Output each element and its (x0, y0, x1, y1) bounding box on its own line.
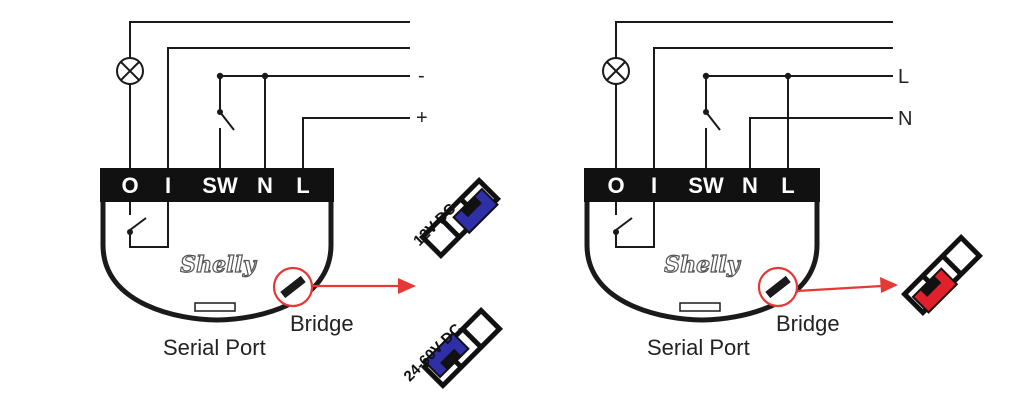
lamp-icon (602, 57, 630, 85)
serial-port-icon (679, 302, 721, 312)
right-terminal-bar (584, 168, 820, 202)
left-diagram (100, 21, 416, 323)
plus-wire (302, 117, 410, 170)
wire-label-n: N (898, 108, 912, 130)
terminal-label: N (257, 173, 273, 198)
device-body (100, 197, 334, 323)
jumper-cap-blue (452, 187, 499, 235)
arrow-head (880, 277, 898, 293)
terminal-label: L (781, 173, 794, 198)
left-terminal-bar (100, 168, 334, 202)
terminal-label: SW (202, 173, 238, 198)
shelly-logo: Shelly (180, 252, 258, 278)
terminal-label: I (651, 173, 657, 198)
terminal-label: L (296, 173, 309, 198)
terminal-label: SW (688, 173, 724, 198)
terminal-label: O (607, 173, 624, 198)
n-wire (749, 117, 893, 170)
junction-dot (216, 72, 224, 80)
lamp-top-wire (129, 21, 410, 58)
bridge-jumper-icon (280, 275, 306, 299)
terminal-label: O (121, 173, 138, 198)
relay-icon (615, 217, 633, 231)
bridge-label: Bridge (776, 311, 840, 336)
input-wire (653, 47, 893, 170)
arrow-icon (796, 284, 883, 293)
bridge-jumper-icon (765, 275, 791, 299)
switch-icon (705, 111, 721, 131)
relay-icon (129, 217, 147, 231)
wire-label-minus: - (418, 65, 425, 87)
lamp-top-wire (615, 21, 893, 58)
serial-port-label: Serial Port (647, 335, 750, 360)
lamp-icon (116, 57, 144, 85)
jumper-cap-red (911, 267, 959, 314)
switch-icon (219, 111, 235, 131)
switch-contact-dot (703, 109, 709, 115)
jumper-cap-blue (423, 331, 470, 379)
jumper-12v-dc (418, 176, 502, 260)
serial-port-label: Serial Port (163, 335, 266, 360)
wire-label-l: L (898, 66, 909, 88)
input-wire (167, 47, 410, 170)
terminal-label: I (165, 173, 171, 198)
arrow-head (398, 278, 416, 294)
junction-dot (702, 72, 710, 80)
jumper-24-60v-dc (420, 306, 504, 390)
jumper-ac (900, 233, 984, 317)
wire-label-plus: + (416, 107, 428, 129)
right-diagram (584, 21, 898, 323)
junction-dot (261, 72, 269, 80)
junction-dot (784, 72, 792, 80)
shelly-logo: Shelly (664, 252, 742, 278)
switch-contact-dot (217, 109, 223, 115)
serial-port-icon (194, 302, 236, 312)
device-body (584, 197, 820, 323)
bridge-label: Bridge (290, 311, 354, 336)
terminal-label: N (742, 173, 758, 198)
relay-wire-i (615, 197, 655, 248)
relay-wire-i (129, 197, 169, 248)
